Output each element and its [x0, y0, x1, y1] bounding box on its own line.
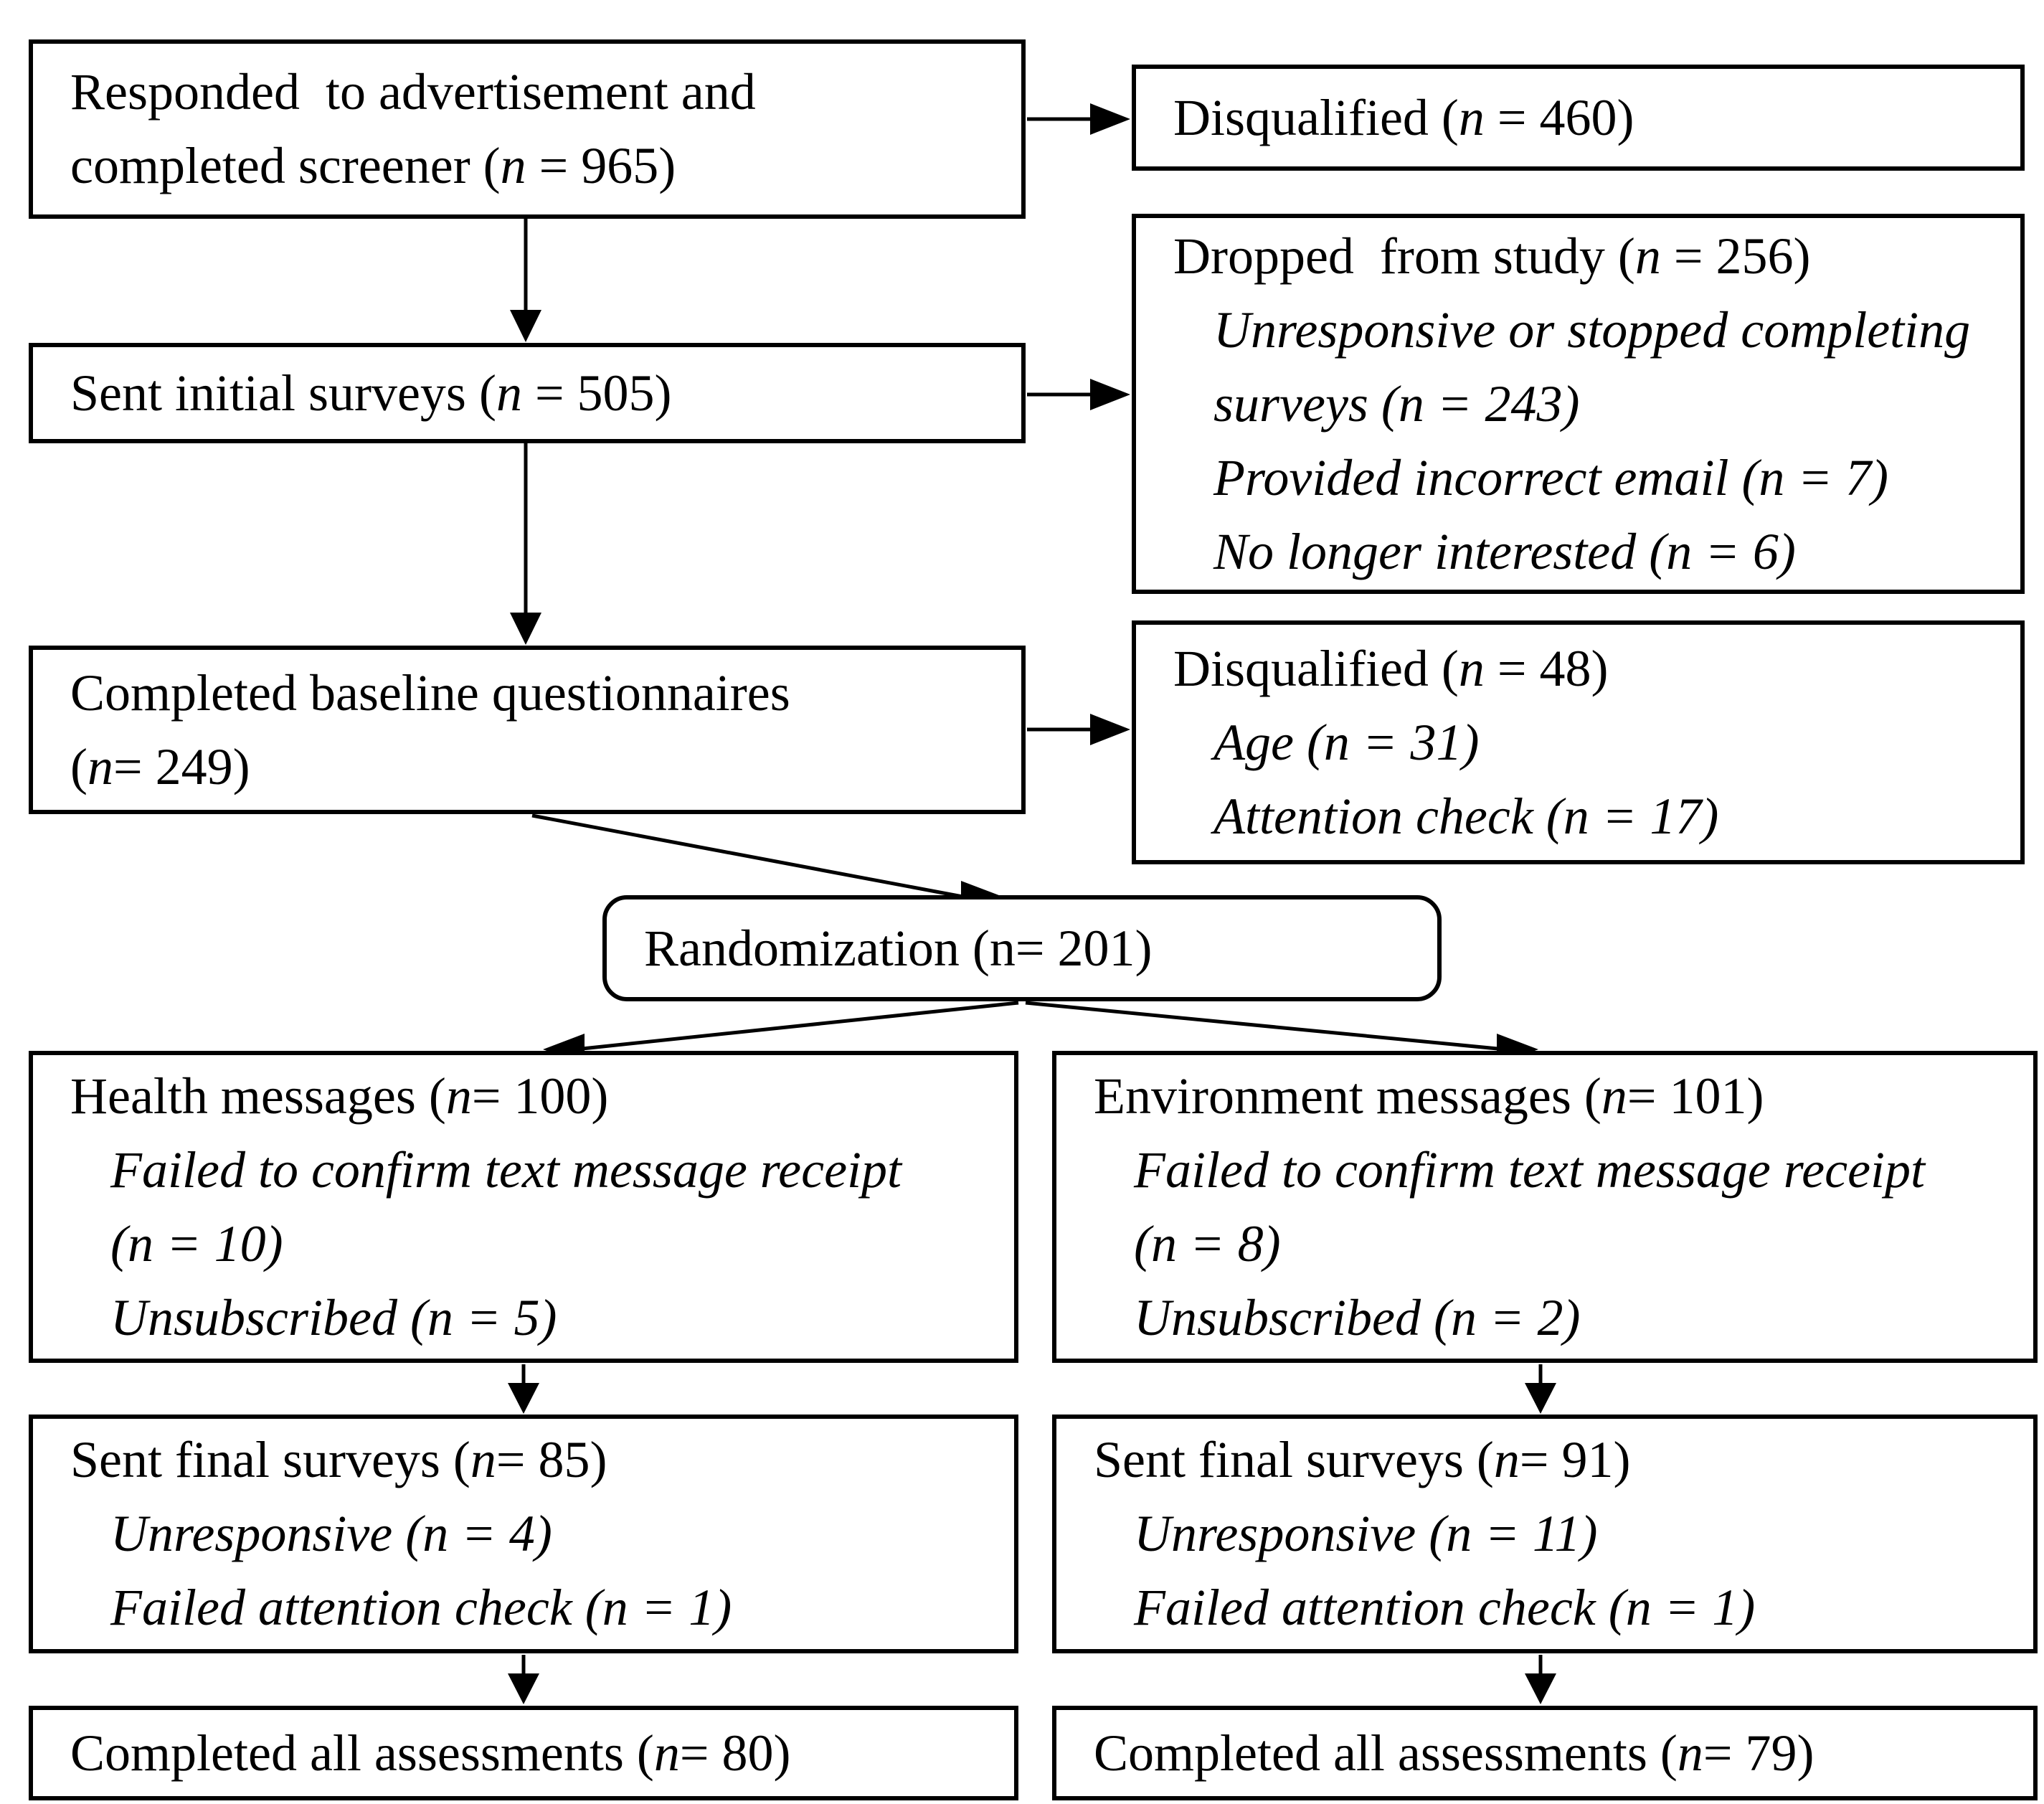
- count-text: = 101): [1627, 1067, 1764, 1125]
- final-health-title: Sent final surveys (n= 85): [70, 1423, 1003, 1497]
- count-text: = 256): [1660, 227, 1811, 285]
- box-sent-initial-surveys: Sent initial surveys (n = 505): [29, 343, 1026, 443]
- n-symbol: n: [653, 1724, 680, 1782]
- dropped-item-unresponsive-wrap: surveys (n = 243): [1213, 374, 1580, 433]
- health-item-unsubscribed: Unsubscribed (n = 5): [110, 1288, 557, 1346]
- arrow-environment-to-final: [1525, 1364, 1556, 1414]
- label-text: Sent initial surveys (: [70, 364, 496, 422]
- disqualified-baseline-item-attention: Attention check (n = 17): [1213, 787, 1719, 845]
- label-text: Disqualified (: [1173, 639, 1459, 697]
- box-environment-messages: Environment messages (n= 101) Failed to …: [1052, 1051, 2038, 1363]
- completed-environment-title: Completed all assessments (n= 79): [1094, 1716, 2022, 1790]
- label-text: Sent final surveys (: [70, 1431, 470, 1488]
- health-item-failed-receipt: Failed to confirm text message receipt: [110, 1141, 902, 1199]
- count-text: = 91): [1519, 1431, 1631, 1488]
- label-text: Environment messages (: [1094, 1067, 1601, 1125]
- label-text: Disqualified (: [1173, 88, 1459, 146]
- count-text: = 460): [1484, 88, 1634, 146]
- final-environment-item-unresponsive: Unresponsive (n = 11): [1134, 1505, 1598, 1562]
- screened-title-line1: Responded to advertisement and: [70, 55, 1011, 129]
- n-symbol: n: [470, 1431, 496, 1488]
- box-disqualified-baseline: Disqualified (n = 48) Age (n = 31) Atten…: [1132, 620, 2025, 864]
- count-text: = 249): [113, 737, 250, 795]
- n-symbol: n: [87, 737, 113, 795]
- label-text: Completed all assessments (: [1094, 1724, 1678, 1782]
- final-environment-title: Sent final surveys (n= 91): [1094, 1423, 2022, 1497]
- box-sent-final-surveys-health: Sent final surveys (n= 85) Unresponsive …: [29, 1415, 1018, 1653]
- n-symbol: n: [1677, 1724, 1703, 1782]
- count-text: = 48): [1484, 639, 1609, 697]
- environment-title: Environment messages (n= 101): [1094, 1059, 2022, 1133]
- disqualified-baseline-item-age: Age (n = 31): [1213, 713, 1480, 771]
- health-title: Health messages (n= 100): [70, 1059, 1003, 1133]
- label-text: (: [70, 737, 87, 795]
- arrow-final-to-completed-health: [508, 1655, 539, 1704]
- arrow-baseline-to-disqualified: [1027, 714, 1130, 745]
- n-symbol: n: [1634, 227, 1661, 285]
- box-randomization: Randomization (n= 201): [602, 895, 1442, 1001]
- box-completed-all-health: Completed all assessments (n= 80): [29, 1706, 1018, 1800]
- environment-item-unsubscribed: Unsubscribed (n = 2): [1134, 1288, 1581, 1346]
- n-symbol: n: [1601, 1067, 1627, 1125]
- arrow-screened-to-disqualified: [1027, 103, 1130, 135]
- count-text: = 79): [1703, 1724, 1814, 1782]
- count-text: = 100): [471, 1067, 609, 1125]
- label-text: Completed baseline questionnaires: [70, 663, 790, 722]
- box-disqualified-screening: Disqualified (n = 460): [1132, 65, 2025, 171]
- dropped-item-no-longer-interested: No longer interested (n = 6): [1213, 522, 1796, 580]
- label-text: Randomization (n= 201): [644, 919, 1153, 977]
- label-text: Completed all assessments (: [70, 1724, 654, 1782]
- box-sent-final-surveys-environment: Sent final surveys (n= 91) Unresponsive …: [1052, 1415, 2038, 1653]
- arrow-final-to-completed-environment: [1525, 1655, 1556, 1704]
- disqualified-baseline-title: Disqualified (n = 48): [1173, 632, 2010, 706]
- baseline-title-line1: Completed baseline questionnaires: [70, 656, 1011, 730]
- baseline-title-line2: (n= 249): [70, 730, 1011, 804]
- arrow-health-to-final: [508, 1364, 539, 1414]
- count-text: = 965): [526, 137, 676, 194]
- disqualified-screening-title: Disqualified (n = 460): [1173, 81, 2010, 155]
- n-symbol: n: [496, 364, 522, 422]
- label-text: Dropped from study (: [1173, 227, 1635, 285]
- arrow-sent-initial-to-dropped: [1027, 379, 1130, 410]
- n-symbol: n: [500, 137, 526, 194]
- n-symbol: n: [1458, 88, 1485, 146]
- count-text: = 85): [496, 1431, 607, 1488]
- count-text: = 505): [521, 364, 672, 422]
- health-item-failed-receipt-wrap: (n = 10): [110, 1214, 283, 1272]
- box-completed-all-environment: Completed all assessments (n= 79): [1052, 1706, 2038, 1800]
- label-text: Sent final surveys (: [1094, 1431, 1494, 1488]
- randomization-title: Randomization (n= 201): [644, 912, 1426, 986]
- dropped-item-unresponsive: Unresponsive or stopped completing: [1213, 301, 1971, 359]
- completed-health-title: Completed all assessments (n= 80): [70, 1716, 1003, 1790]
- box-dropped-from-study: Dropped from study (n = 256) Unresponsiv…: [1132, 214, 2025, 594]
- final-health-item-unresponsive: Unresponsive (n = 4): [110, 1505, 552, 1562]
- arrow-screened-to-sent-initial: [510, 219, 541, 342]
- count-text: = 80): [679, 1724, 791, 1782]
- dropped-item-incorrect-email: Provided incorrect email (n = 7): [1213, 448, 1888, 506]
- environment-item-failed-receipt: Failed to confirm text message receipt: [1134, 1141, 1926, 1199]
- screened-title-line2: completed screener (n = 965): [70, 129, 1011, 203]
- n-symbol: n: [1458, 639, 1485, 697]
- environment-item-failed-receipt-wrap: (n = 8): [1134, 1214, 1281, 1272]
- final-environment-item-attention: Failed attention check (n = 1): [1134, 1579, 1756, 1636]
- label-text: completed screener (: [70, 137, 501, 194]
- sent-initial-title: Sent initial surveys (n = 505): [70, 356, 1011, 430]
- n-symbol: n: [445, 1067, 472, 1125]
- arrow-sent-initial-to-baseline: [510, 443, 541, 645]
- box-completed-baseline: Completed baseline questionnaires (n= 24…: [29, 646, 1026, 814]
- final-health-item-attention: Failed attention check (n = 1): [110, 1579, 732, 1636]
- n-symbol: n: [1493, 1431, 1520, 1488]
- label-text: Health messages (: [70, 1067, 446, 1125]
- label-text: Responded to advertisement and: [70, 63, 756, 121]
- dropped-title: Dropped from study (n = 256): [1173, 219, 2010, 293]
- box-screened: Responded to advertisement and completed…: [29, 39, 1026, 219]
- box-health-messages: Health messages (n= 100) Failed to confi…: [29, 1051, 1018, 1363]
